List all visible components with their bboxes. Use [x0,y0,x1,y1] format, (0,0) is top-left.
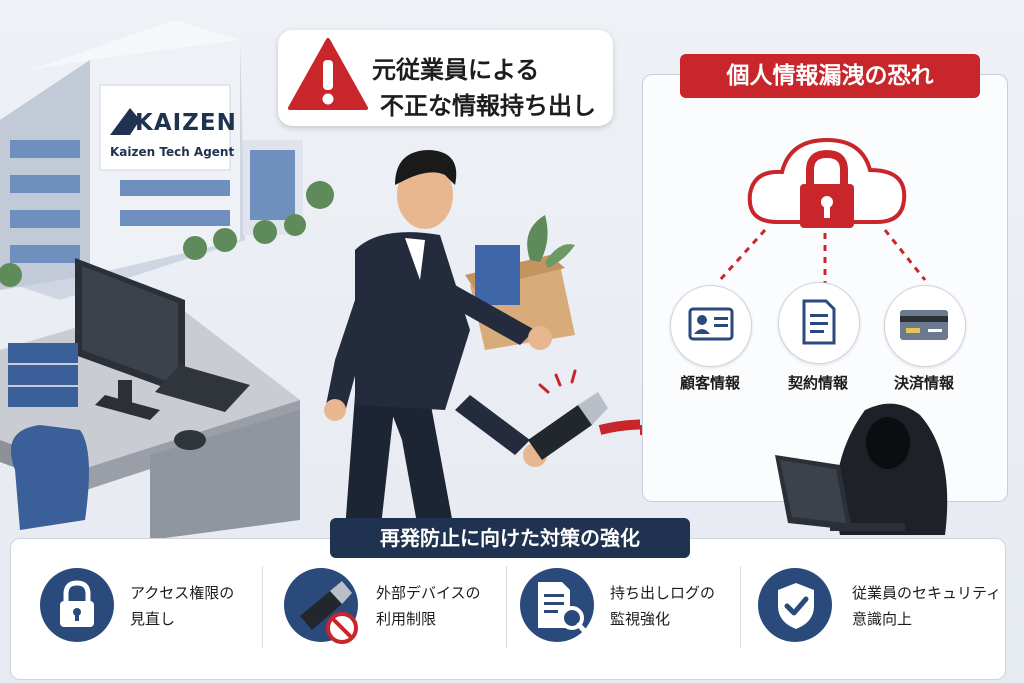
brand-name: KAIZEN [135,110,237,136]
warning-icon [288,38,368,110]
measures-title: 再発防止に向けた対策の強化 [330,518,690,558]
measure-text-device: 外部デバイスの 利用制限 [376,580,546,632]
id-card-icon [688,307,734,341]
office-building: KAIZEN Kaizen Tech Agent [0,20,334,300]
hooded-hacker-illustration [775,403,948,535]
measure-line-2: 利用制限 [376,610,437,628]
measure-separator [506,566,507,648]
info-label-contract: 契約情報 [787,374,848,392]
measure-separator [740,566,741,648]
usb-drive-icon [528,369,608,460]
leak-panel-title: 個人情報漏洩の恐れ [680,54,980,98]
warning-line-1: 元従業員による [372,56,540,84]
document-icon [802,299,836,345]
measure-text-awareness: 従業員のセキュリティ 意識向上 [852,580,1022,632]
info-label-customer: 顧客情報 [679,374,740,392]
measure-text-access: アクセス権限の 見直し [130,580,300,632]
measure-line-1: アクセス権限の [130,584,235,602]
log-search-icon [538,582,591,638]
usb-prohibited-icon [300,581,358,644]
shield-check-icon [778,583,814,629]
measure-line-2: 見直し [130,610,176,628]
info-label-payment: 決済情報 [893,374,954,392]
measures-panel [10,538,1006,680]
cloud-lock-icon [747,137,907,228]
measure-line-2: 監視強化 [610,610,671,628]
measure-line-1: 従業員のセキュリティ [852,584,1002,602]
measure-text-log: 持ち出しログの 監視強化 [610,580,780,632]
warning-text: 元従業員による 不正な情報持ち出し [372,52,612,124]
measure-separator [262,566,263,648]
brand-subtitle: Kaizen Tech Agent [110,145,234,159]
office-desk [0,258,300,540]
leak-connectors [718,228,927,285]
measure-line-1: 持ち出しログの [610,584,716,602]
lock-icon [60,580,94,627]
office-scene-illustration: KAIZEN Kaizen Tech Agent [0,20,640,540]
former-employee-figure [324,150,608,540]
leak-arrow [598,419,640,435]
warning-line-2: 不正な情報持ち出し [380,92,596,120]
credit-card-icon [900,310,948,340]
measure-line-2: 意識向上 [852,610,913,628]
measure-line-1: 外部デバイスの [376,584,481,602]
